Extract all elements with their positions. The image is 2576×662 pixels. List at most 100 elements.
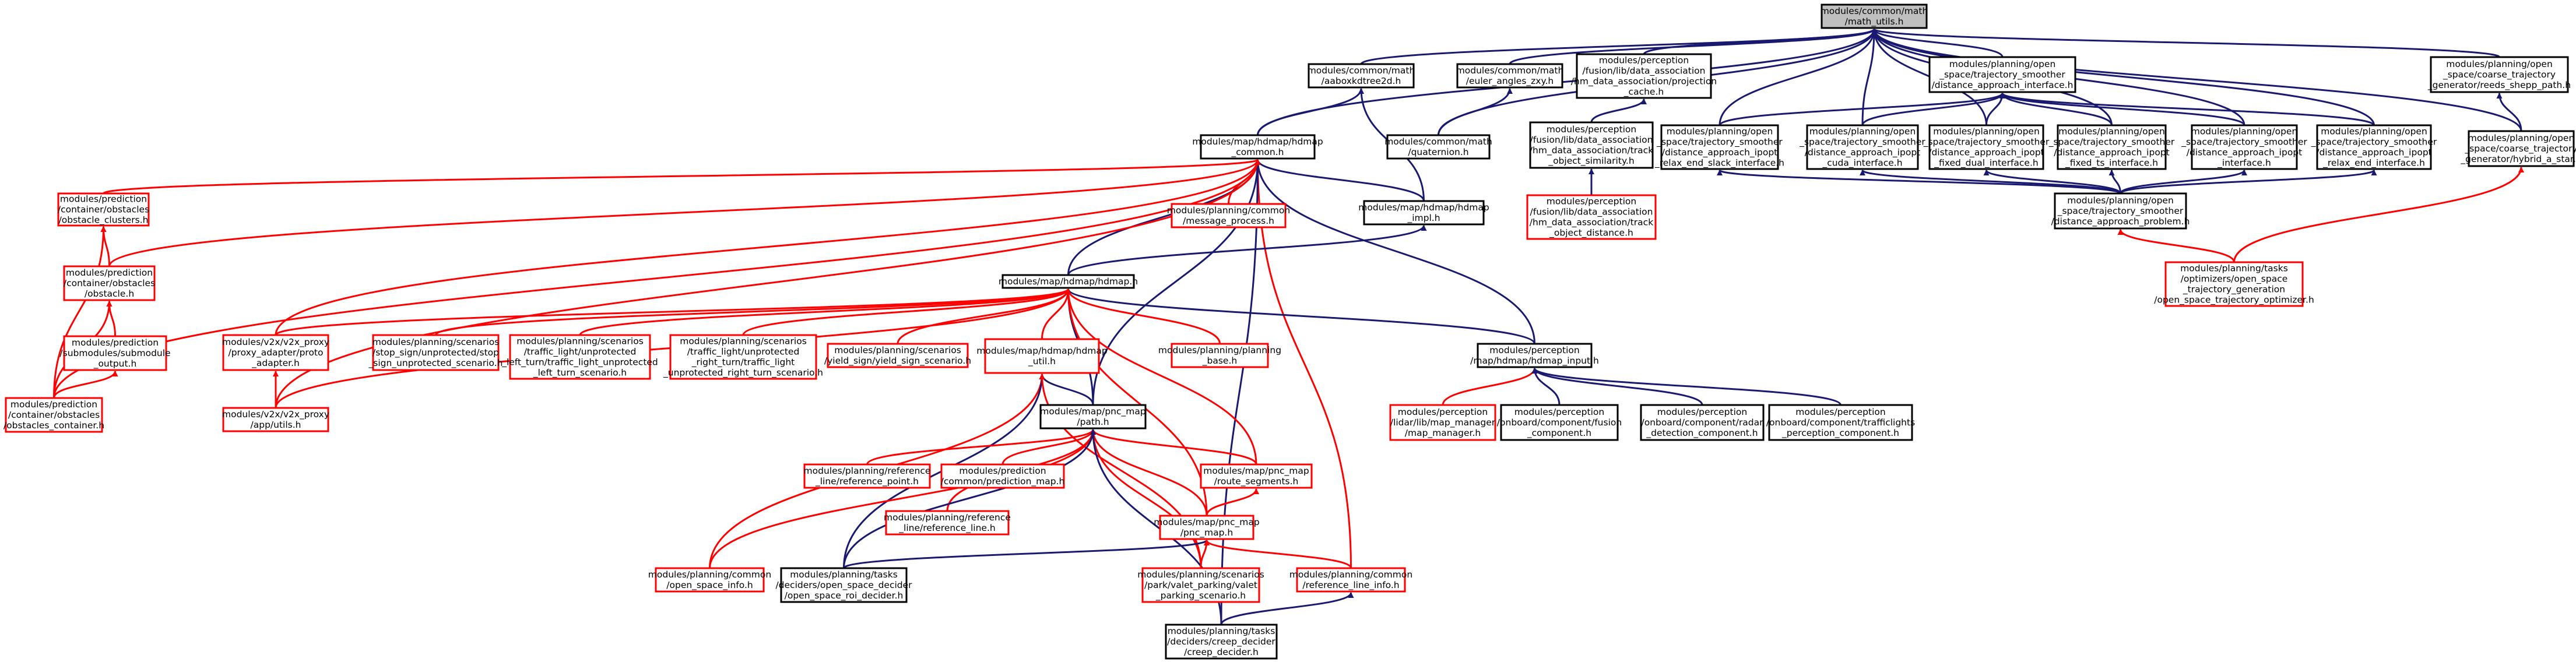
node-obstacle[interactable]: modules/prediction/container/obstacles/o…	[63, 265, 156, 301]
node-label-line: /lidar/lib/map_manager	[1390, 417, 1496, 428]
node-radar[interactable]: modules/perception/onboard/component/rad…	[1640, 404, 1765, 441]
node-traffic[interactable]: modules/perception/onboard/component/tra…	[1766, 404, 1915, 441]
edge-proxyadapter-to-hdmap	[275, 288, 1071, 336]
edge-pncmap-to-hdmap	[1065, 288, 1208, 516]
node-label-line: modules/planning/open	[1809, 126, 1916, 137]
node-hdutil[interactable]: modules/map/hdmap/hdmap_util.h	[976, 338, 1108, 374]
node-container[interactable]: modules/prediction/container/obstacles/o…	[3, 397, 104, 433]
node-roi[interactable]: modules/planning/tasks/deciders/open_spa…	[775, 567, 912, 603]
node-label-line: modules/common/math	[1821, 6, 1928, 16]
node-label-line: _right_turn/traffic_light	[691, 357, 795, 368]
node-hdmap[interactable]: modules/map/hdmap/hdmap.h	[999, 274, 1138, 289]
node-label-line: /distance_approach_problem.h	[2051, 216, 2190, 227]
edge-valet-to-pncmap	[1200, 540, 1210, 569]
node-label-line: modules/prediction	[959, 466, 1046, 476]
node-label-line: /optimizers/open_space	[2181, 274, 2288, 285]
node-label-line: /obstacles_container.h	[3, 420, 104, 431]
node-proj[interactable]: modules/perception/fusion/lib/data_assoc…	[1571, 53, 1717, 99]
node-label-line: modules/planning/open	[2191, 126, 2298, 137]
node-label-line: _impl.h	[1407, 213, 1440, 224]
node-impl[interactable]: modules/map/hdmap/hdmap_impl.h	[1358, 200, 1489, 226]
edge-problem-to-fixedts	[2108, 170, 2121, 194]
node-osto[interactable]: modules/planning/tasks/optimizers/open_s…	[2154, 261, 2314, 307]
edge-proj-to-root	[1643, 28, 1877, 55]
node-relaxslack[interactable]: modules/planning/open_space/trajectory_s…	[1654, 124, 1784, 170]
node-label-line: _space/coarse_trajectory	[2464, 143, 2576, 154]
node-label-line: /common/prediction_map.h	[941, 476, 1065, 487]
edge-proxyadapter-to-hdmapc	[275, 159, 1261, 336]
node-proxyadapter[interactable]: modules/v2x/v2x_proxy/proxy_adapter/prot…	[222, 334, 329, 371]
edge-routeseg-to-hdmap	[1065, 288, 1257, 465]
node-tlleft[interactable]: modules/planning/scenarios/traffic_light…	[501, 334, 658, 380]
node-label-line: modules/prediction	[60, 194, 147, 205]
node-predmap[interactable]: modules/prediction/common/prediction_map…	[940, 463, 1065, 489]
node-relaxend[interactable]: modules/planning/open_space/trajectory_s…	[2311, 124, 2437, 170]
node-refpoint[interactable]: modules/planning/reference_line/referenc…	[803, 463, 931, 489]
node-label-line: _output.h	[93, 358, 137, 369]
node-label-line: modules/planning/common	[648, 569, 771, 580]
node-euler[interactable]: modules/common/math/euler_angles_zxy.h	[1456, 63, 1564, 89]
node-tracksim[interactable]: modules/perception/fusion/lib/data_assoc…	[1529, 121, 1654, 169]
node-cuda[interactable]: modules/planning/open_space/trajectory_s…	[1799, 124, 1925, 170]
node-label-line: _detection_component.h	[1646, 428, 1758, 439]
node-hybrid[interactable]: modules/planning/open_space/coarse_traje…	[2460, 130, 2576, 167]
node-label-line: /obstacle.h	[85, 288, 134, 299]
node-problem[interactable]: modules/planning/open_space/trajectory_s…	[2051, 192, 2190, 230]
node-label-line: _parking_scenario.h	[1155, 590, 1246, 601]
node-label-line: modules/planning/reference	[884, 512, 1011, 523]
node-fixeddual[interactable]: modules/planning/open_space/trajectory_s…	[1923, 124, 2050, 170]
node-label-line: modules/planning/open	[2067, 195, 2174, 206]
edge-pncmap-to-pncpath	[1090, 429, 1208, 516]
node-refinfo[interactable]: modules/planning/common/reference_line_i…	[1289, 567, 1412, 593]
node-label-line: modules/perception	[1795, 407, 1885, 417]
node-trackdist[interactable]: modules/perception/fusion/lib/data_assoc…	[1526, 194, 1657, 240]
node-label-line: /distance_approach_interface.h	[1932, 80, 2074, 91]
node-tlright[interactable]: modules/planning/scenarios/traffic_light…	[663, 334, 823, 380]
node-plbase[interactable]: modules/planning/planning_base.h	[1158, 343, 1281, 368]
edge-problem-to-cuda	[1860, 169, 2121, 195]
node-ipoptif[interactable]: modules/planning/open_space/trajectory_s…	[2181, 124, 2307, 170]
node-aabox[interactable]: modules/common/math/aaboxkdtree2d.h	[1308, 63, 1415, 89]
node-openinfo[interactable]: modules/planning/common/open_space_info.…	[648, 567, 771, 593]
node-fusioncomp[interactable]: modules/perception/onboard/component/fus…	[1497, 404, 1622, 441]
node-quat[interactable]: modules/common/math/quaternion.h	[1384, 134, 1492, 160]
node-routeseg[interactable]: modules/map/pnc_map/route_segments.h	[1200, 463, 1313, 489]
node-label-line: /distance_approach_ipopt	[2316, 147, 2431, 159]
node-hdinput[interactable]: modules/perception/map/hdmap/hdmap_input…	[1470, 343, 1599, 368]
node-pncpath[interactable]: modules/map/pnc_map/path.h	[1039, 404, 1147, 429]
node-fixedts[interactable]: modules/planning/open_space/trajectory_s…	[2048, 124, 2175, 170]
node-label-line: modules/planning/open	[2058, 126, 2165, 137]
edge-problem-to-ipoptif	[2120, 170, 2247, 194]
node-clusters[interactable]: modules/prediction/container/obstacles/o…	[57, 192, 150, 227]
node-label-line: /traffic_light/unprotected	[687, 347, 800, 358]
node-label-line: modules/planning/open	[2321, 126, 2427, 137]
edge-traffic-to-hdinput	[1531, 368, 1841, 406]
node-label-line: modules/planning/scenarios	[834, 345, 961, 355]
node-refline[interactable]: modules/planning/reference_line/referenc…	[884, 510, 1011, 536]
node-apputils[interactable]: modules/v2x/v2x_proxy/app/utils.h	[222, 407, 329, 432]
node-stopsign[interactable]: modules/planning/scenarios/stop_sign/unp…	[368, 334, 503, 371]
node-label-line: modules/planning/tasks	[1168, 626, 1275, 636]
edge-creep-to-hdmapc	[1220, 159, 1261, 625]
node-label-line: /onboard/component/trafficlights	[1766, 417, 1915, 428]
node-msgproc[interactable]: modules/planning/common/message_process.…	[1167, 203, 1290, 228]
node-hdmapc[interactable]: modules/map/hdmap/hdmap_common.h	[1192, 134, 1323, 160]
edge-creep-to-refinfo	[1220, 592, 1354, 625]
node-label-line: /proxy_adapter/proto	[229, 347, 324, 358]
node-label-line: /quaternion.h	[1408, 147, 1468, 157]
node-pncmap[interactable]: modules/map/pnc_map/pnc_map.h	[1154, 515, 1260, 540]
node-label-line: /hm_data_association/projection	[1571, 76, 1717, 87]
node-valet[interactable]: modules/planning/scenarios/park/valet_pa…	[1137, 567, 1264, 603]
node-yield[interactable]: modules/planning/scenarios/yield_sign/yi…	[824, 343, 971, 368]
node-label-line: /park/valet_parking/valet	[1144, 580, 1257, 591]
node-reeds[interactable]: modules/planning/open_space/coarse_traje…	[2427, 56, 2571, 93]
node-creep[interactable]: modules/planning/tasks/deciders/creep_de…	[1165, 624, 1278, 660]
node-dai[interactable]: modules/planning/open_space/trajectory_s…	[1928, 56, 2076, 93]
node-label-line: modules/map/hdmap/hdmap	[1358, 202, 1489, 213]
edge-relaxslack-to-dai	[1718, 92, 2005, 126]
node-root[interactable]: modules/common/math/math_utils.h	[1821, 3, 1928, 29]
node-label-line: modules/planning/scenarios	[1137, 569, 1264, 580]
node-hdmapmgr[interactable]: modules/perception/lidar/lib/map_manager…	[1389, 404, 1496, 441]
node-label-line: /container/obstacles	[8, 410, 100, 420]
node-submod[interactable]: modules/prediction/submodules/submodule_…	[59, 335, 171, 371]
